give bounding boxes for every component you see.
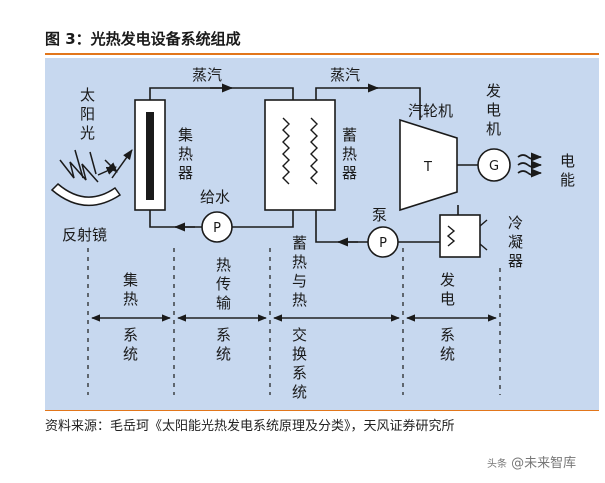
collector-label-1: 集 [178,126,193,144]
generator-label-1: 发 [486,82,501,100]
power-system-3: 系 [440,326,455,344]
generator [477,148,511,182]
condenser-outlet [479,243,488,251]
storage-system-5: 交 [292,326,307,344]
transfer-system-2: 传 [216,275,231,293]
watermark-text: @未来智库 [511,456,577,471]
feedwater-pump [201,211,233,243]
mirror-to-collector [111,149,133,179]
storage-label-3: 器 [342,164,357,182]
storage-system-8: 统 [292,383,307,401]
source-rule [45,410,599,411]
condenser-coil [446,225,456,247]
storage-system-2: 热 [292,253,307,271]
transfer-system-1: 热 [216,256,231,274]
storage-tank [264,99,336,211]
feedwater-pump-symbol: P [213,221,221,236]
condensate-pump-symbol: P [379,236,387,251]
condenser-label-3: 器 [508,252,523,270]
collect-system-4: 统 [123,345,138,363]
turbine [399,118,458,212]
collect-system-2: 热 [123,290,138,308]
electric-waves [517,152,543,178]
steam-label-1: 蒸汽 [192,66,222,84]
storage-coil-left [282,117,290,185]
storage-system-4: 热 [292,291,307,309]
sunlight-rays [59,149,118,183]
pump-label: 泵 [372,206,387,224]
steam-pipe-1 [149,87,294,100]
return-pipe-2 [149,210,202,228]
condenser-label-1: 冷 [508,214,523,232]
storage-system-6: 换 [292,345,307,363]
condenser-inlet [479,219,488,227]
watermark-prefix: 头条 [487,459,507,470]
collect-system-1: 集 [123,271,138,289]
transfer-system-5: 统 [216,345,231,363]
storage-system-3: 与 [292,272,307,290]
electric-label-2: 能 [560,171,575,189]
turbine-label: 汽轮机 [408,102,453,120]
transfer-system-3: 输 [216,294,231,312]
collect-system-3: 系 [123,326,138,344]
return-pipe-1 [232,210,294,228]
generator-symbol: G [489,159,499,174]
electric-label-1: 电 [560,152,575,170]
mirror-label: 反射镜 [62,226,107,244]
storage-label-2: 热 [342,145,357,163]
figure-title: 图 3：光热发电设备系统组成 [45,30,241,48]
storage-coil-right [310,117,318,185]
storage-label-1: 蓄 [342,126,357,144]
collector-label-2: 热 [178,145,193,163]
generator-label-3: 机 [486,120,501,138]
title-rule [45,53,599,55]
generator-label-2: 电 [486,101,501,119]
mirror [50,182,122,207]
transfer-system-4: 系 [216,326,231,344]
condenser [439,214,481,258]
condensate-pump [367,226,399,258]
storage-system-1: 蓄 [292,234,307,252]
steam-label-2: 蒸汽 [330,66,360,84]
feed-pipe-2 [315,210,368,243]
source-note: 资料来源：毛岳珂《太阳能光热发电系统原理及分类》，天风证券研究所 [45,419,455,434]
power-system-1: 发 [440,271,455,289]
turbine-symbol: T [423,160,432,175]
storage-system-7: 系 [292,364,307,382]
condenser-label-2: 凝 [508,233,523,251]
sunlight-label-3: 光 [80,124,95,142]
power-system-2: 电 [440,290,455,308]
feedwater-label: 给水 [200,188,230,206]
watermark: 头条 @未来智库 [487,452,576,471]
sunlight-label-2: 阳 [80,105,95,123]
power-system-4: 统 [440,345,455,363]
collector-label-3: 器 [178,164,193,182]
system-dividers [87,248,501,395]
sunlight-label-1: 太 [80,86,95,104]
collector-tube [146,112,154,200]
